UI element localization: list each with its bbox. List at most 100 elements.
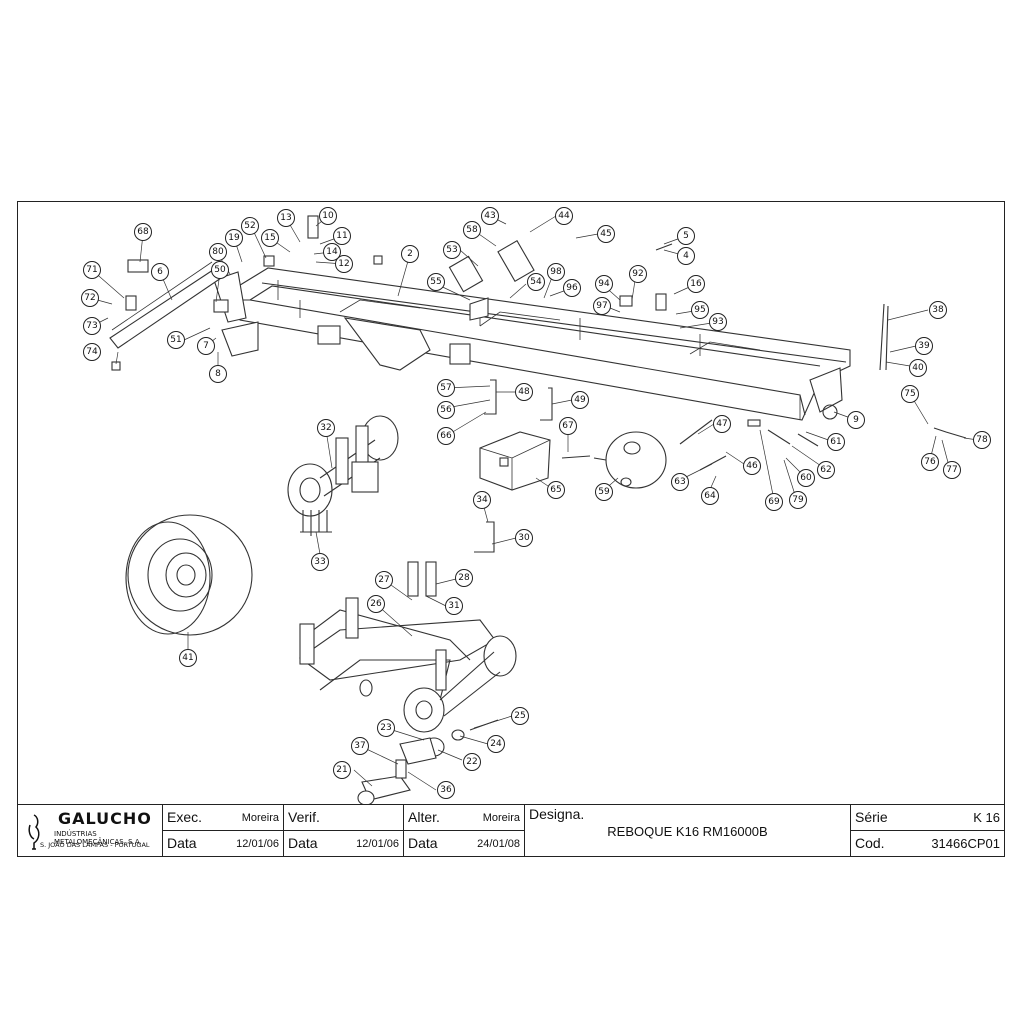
callout-43: 43 xyxy=(481,207,499,225)
callout-label: 96 xyxy=(566,283,578,293)
callout-label: 5 xyxy=(683,231,689,241)
callout-label: 71 xyxy=(86,265,97,275)
callout-label: 26 xyxy=(370,599,382,609)
verif-cell: Verif. xyxy=(284,805,404,831)
axle-hub-assembly xyxy=(287,415,399,536)
callout-33: 33 xyxy=(311,553,329,571)
callout-label: 58 xyxy=(466,225,478,235)
callout-73: 73 xyxy=(83,317,101,335)
callout-64: 64 xyxy=(701,487,719,505)
callout-59: 59 xyxy=(595,483,613,501)
callout-36: 36 xyxy=(437,781,455,799)
callout-7: 7 xyxy=(197,337,215,355)
exec-date: 12/01/06 xyxy=(236,838,279,850)
callout-34: 34 xyxy=(473,491,491,509)
callout-71: 71 xyxy=(83,261,101,279)
company-logo-cell: GALUCHO INDÚSTRIAS METALOMECÂNICAS, S.A.… xyxy=(18,805,163,856)
rooster-logo-icon xyxy=(28,814,40,850)
callout-11: 11 xyxy=(333,227,351,245)
callout-label: 75 xyxy=(904,389,915,399)
callout-58: 58 xyxy=(463,221,481,239)
callout-label: 14 xyxy=(326,247,338,257)
callout-63: 63 xyxy=(671,473,689,491)
chassis-frame xyxy=(109,261,851,421)
callout-96: 96 xyxy=(563,279,581,297)
callout-label: 59 xyxy=(598,487,610,497)
misc-parts xyxy=(111,215,967,553)
callout-label: 15 xyxy=(264,233,275,243)
callout-26: 26 xyxy=(367,595,385,613)
callout-label: 55 xyxy=(430,277,441,287)
callout-68: 68 xyxy=(134,223,152,241)
callout-label: 38 xyxy=(932,305,944,315)
callout-label: 13 xyxy=(280,213,291,223)
designation-value: REBOQUE K16 RM16000B xyxy=(607,824,768,839)
callout-31: 31 xyxy=(445,597,463,615)
verif-date: 12/01/06 xyxy=(356,838,399,850)
callout-46: 46 xyxy=(743,457,761,475)
callout-label: 31 xyxy=(448,601,459,611)
callout-label: 77 xyxy=(946,465,957,475)
callout-38: 38 xyxy=(929,301,947,319)
toolbox xyxy=(479,431,551,491)
callout-54: 54 xyxy=(527,273,545,291)
callout-51: 51 xyxy=(167,331,185,349)
callout-10: 10 xyxy=(319,207,337,225)
callout-97: 97 xyxy=(593,297,611,315)
callout-label: 10 xyxy=(322,211,334,221)
callout-92: 92 xyxy=(629,265,647,283)
callout-49: 49 xyxy=(571,391,589,409)
callout-label: 66 xyxy=(440,431,452,441)
callout-44: 44 xyxy=(555,207,573,225)
callout-62: 62 xyxy=(817,461,835,479)
callout-label: 92 xyxy=(632,269,643,279)
callout-label: 97 xyxy=(596,301,607,311)
callout-95: 95 xyxy=(691,301,709,319)
serie-value: K 16 xyxy=(973,810,1000,825)
callout-label: 49 xyxy=(574,395,586,405)
callout-80: 80 xyxy=(209,243,227,261)
water-tank xyxy=(593,431,667,489)
designation-label: Designa. xyxy=(529,806,585,822)
callout-19: 19 xyxy=(225,229,243,247)
alter-date: 24/01/08 xyxy=(477,838,520,850)
exec-date-cell: Data 12/01/06 xyxy=(163,831,284,856)
callout-label: 68 xyxy=(137,227,149,237)
callout-76: 76 xyxy=(921,453,939,471)
callout-12: 12 xyxy=(335,255,353,273)
alter-date-cell: Data 24/01/08 xyxy=(404,831,525,856)
callout-52: 52 xyxy=(241,217,259,235)
callout-label: 64 xyxy=(704,491,716,501)
callout-label: 57 xyxy=(440,383,451,393)
callout-47: 47 xyxy=(713,415,731,433)
callout-label: 50 xyxy=(214,265,226,275)
suspension-assembly xyxy=(299,561,517,733)
exec-date-label: Data xyxy=(167,835,197,851)
callout-label: 16 xyxy=(690,279,702,289)
callout-label: 41 xyxy=(182,653,193,663)
callout-94: 94 xyxy=(595,275,613,293)
callout-32: 32 xyxy=(317,419,335,437)
callout-9: 9 xyxy=(847,411,865,429)
callout-53: 53 xyxy=(443,241,461,259)
exec-cell: Exec. Moreira xyxy=(163,805,284,831)
callout-60: 60 xyxy=(797,469,815,487)
callout-14: 14 xyxy=(323,243,341,261)
callout-label: 23 xyxy=(380,723,391,733)
callout-55: 55 xyxy=(427,273,445,291)
callout-78: 78 xyxy=(973,431,991,449)
cod-cell: Cod. 31466CP01 xyxy=(851,831,1004,856)
callout-40: 40 xyxy=(909,359,927,377)
callout-label: 12 xyxy=(338,259,349,269)
alter-label: Alter. xyxy=(408,809,440,825)
callout-30: 30 xyxy=(515,529,533,547)
callout-37: 37 xyxy=(351,737,369,755)
callout-21: 21 xyxy=(333,761,351,779)
title-block: GALUCHO INDÚSTRIAS METALOMECÂNICAS, S.A.… xyxy=(17,804,1005,857)
callout-label: 54 xyxy=(530,277,542,287)
callout-label: 46 xyxy=(746,461,758,471)
callout-67: 67 xyxy=(559,417,577,435)
alter-cell: Alter. Moreira xyxy=(404,805,525,831)
company-subtitle: INDÚSTRIAS METALOMECÂNICAS, S.A. xyxy=(54,830,142,846)
